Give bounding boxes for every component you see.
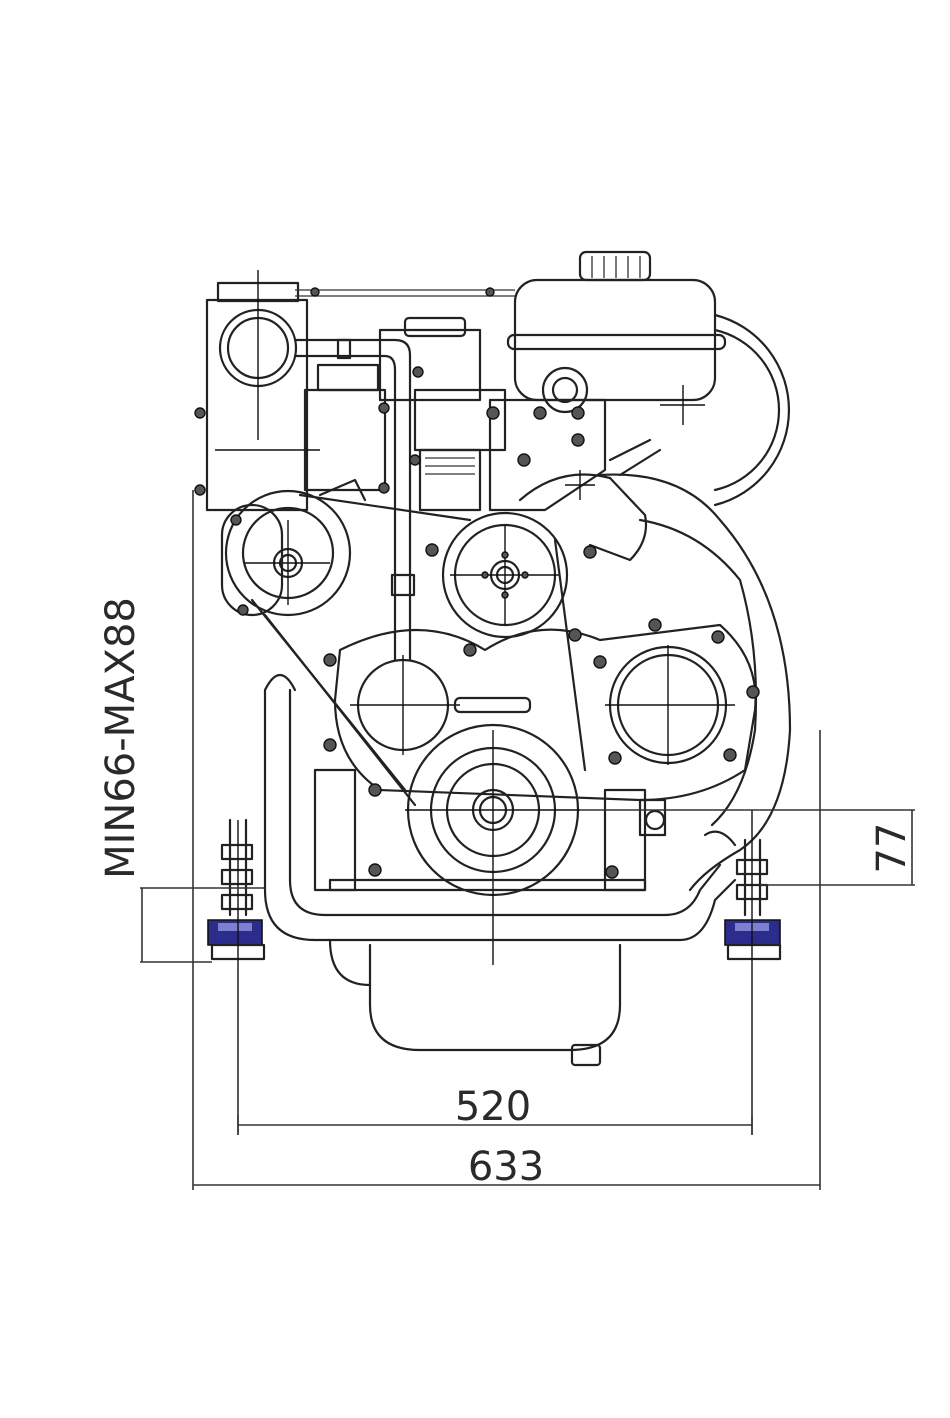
dimension-label-520: 520 [455,1084,531,1130]
fuel-injection-pump [318,318,505,510]
water-pump-pulley [443,513,567,637]
drive-belt [252,495,585,805]
engine-mount-left [208,820,264,1135]
dimension-label-633: 633 [468,1144,544,1190]
raw-water-pump [605,645,735,765]
dimension-label-77: 77 [869,823,915,874]
engine-mount-right [725,810,780,1135]
dimension-mount-height: MIN66-MAX88 [98,597,265,962]
coolant-header-tank [508,252,725,400]
dimension-label-mount-height: MIN66-MAX88 [98,597,144,879]
coolant-pipe [295,340,414,660]
oil-sump [330,940,620,1065]
fuel-lift-pump [350,655,530,755]
crankshaft-pulley [405,725,580,965]
dimension-mount-spacing: 520 [238,1084,752,1135]
timing-cover [324,544,759,800]
alternator [222,480,365,615]
